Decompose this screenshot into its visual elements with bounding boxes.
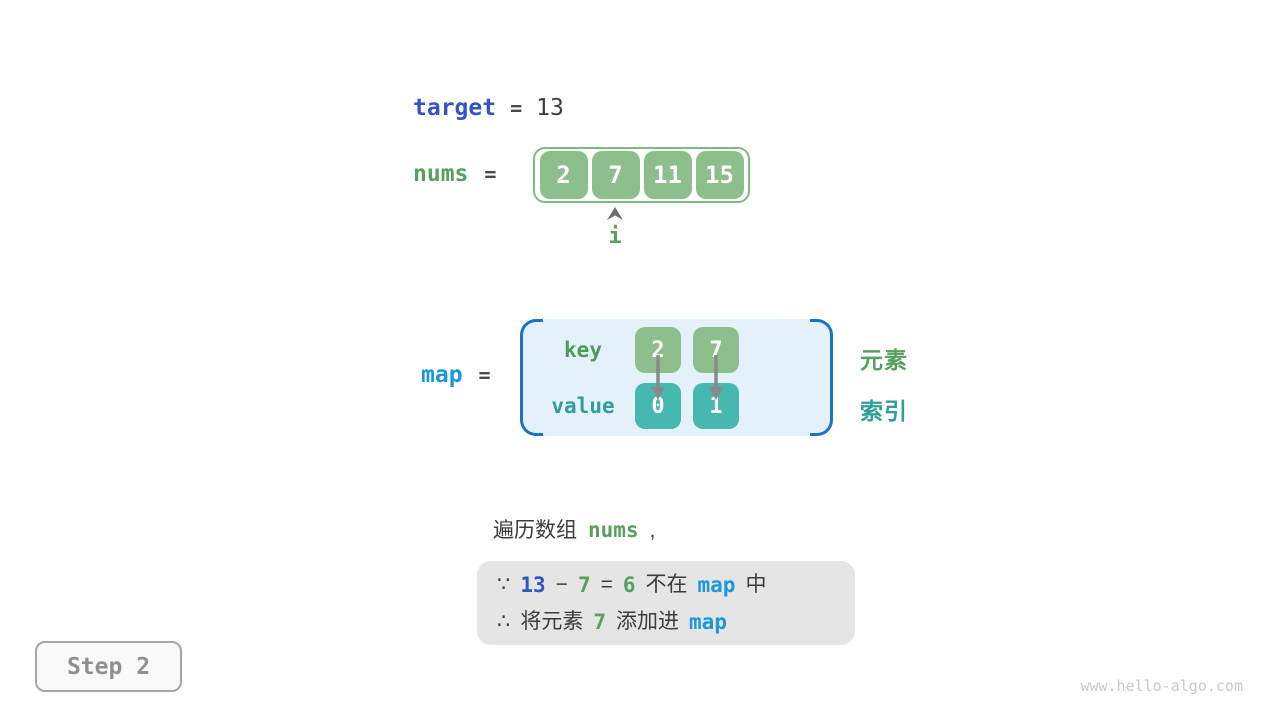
map-equals-sign: = bbox=[478, 363, 491, 387]
caption-prefix: 遍历数组 bbox=[493, 519, 577, 542]
minus-sign: − bbox=[555, 572, 568, 596]
because-symbol: ∵ bbox=[497, 572, 511, 596]
action-suffix-text: 添加进 bbox=[616, 609, 680, 633]
target-value: 13 bbox=[536, 95, 564, 121]
nums-array-container: 2 7 11 15 bbox=[533, 147, 750, 203]
target-equals-sign: = bbox=[510, 96, 523, 120]
minuend-value: 13 bbox=[520, 572, 546, 597]
index-pointer: i bbox=[591, 207, 639, 249]
map-container: key value 2 7 0 1 bbox=[520, 319, 833, 436]
nums-array-cell: 2 bbox=[539, 151, 588, 199]
step-badge: Step 2 bbox=[35, 641, 182, 692]
index-side-label: 索引 bbox=[860, 398, 908, 424]
caption-comma: , bbox=[649, 519, 656, 542]
not-in-text: 不在 bbox=[645, 572, 688, 596]
nums-array-cell: 7 bbox=[591, 151, 640, 199]
caption-line: 遍历数组 nums , bbox=[493, 514, 655, 544]
element-side-label: 元素 bbox=[860, 347, 908, 373]
caption-nums-code: nums bbox=[588, 518, 639, 542]
target-line: target = 13 bbox=[413, 95, 564, 121]
subtrahend-value: 7 bbox=[577, 572, 591, 597]
map-label: map = bbox=[421, 362, 491, 388]
map-key-row-label: key bbox=[564, 338, 602, 362]
map-value-row-label: value bbox=[551, 394, 615, 418]
map-key-cell: 7 bbox=[693, 327, 739, 373]
map-code-ref: map bbox=[689, 609, 727, 634]
reason-line-2: ∴ 将元素 7 添加进 map bbox=[497, 605, 835, 639]
therefore-symbol: ∴ bbox=[497, 609, 511, 633]
nums-array-cell: 15 bbox=[695, 151, 744, 199]
map-value-cell: 1 bbox=[693, 383, 739, 429]
map-var-name: map bbox=[421, 362, 463, 388]
reason-box: ∵ 13 − 7 = 6 不在 map 中 ∴ 将元素 7 添加进 map bbox=[477, 561, 855, 645]
equals-sign: = bbox=[600, 572, 613, 596]
difference-value: 6 bbox=[622, 572, 636, 597]
nums-equals-sign: = bbox=[484, 162, 497, 186]
index-pointer-label: i bbox=[608, 224, 622, 249]
nums-array-cell: 11 bbox=[643, 151, 692, 199]
watermark: www.hello-algo.com bbox=[1080, 677, 1243, 695]
in-suffix-text: 中 bbox=[745, 572, 767, 596]
map-value-cell: 0 bbox=[635, 383, 681, 429]
action-prefix-text: 将元素 bbox=[520, 609, 584, 633]
map-key-cell: 2 bbox=[635, 327, 681, 373]
element-value: 7 bbox=[593, 609, 607, 634]
reason-line-1: ∵ 13 − 7 = 6 不在 map 中 bbox=[497, 568, 835, 602]
map-code-ref: map bbox=[697, 572, 736, 597]
nums-var-name: nums bbox=[413, 161, 469, 187]
nums-label: nums = bbox=[413, 161, 496, 187]
arrow-up-icon bbox=[607, 207, 623, 220]
target-var-name: target bbox=[413, 95, 497, 121]
